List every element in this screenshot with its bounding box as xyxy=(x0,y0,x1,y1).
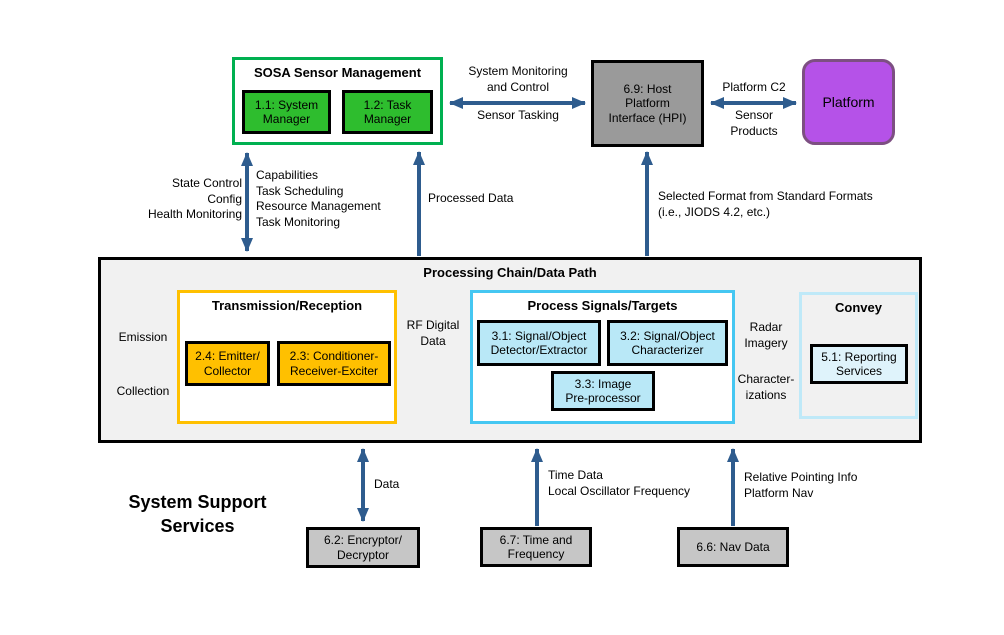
platform-c2-label: Platform C2 xyxy=(722,80,786,94)
convey-group: Convey xyxy=(799,292,918,419)
convey-title: Convey xyxy=(835,300,882,315)
image-preprocessor-box: 3.3: Image Pre-processor xyxy=(551,371,655,411)
conditioner-receiver-exciter-box: 2.3: Conditioner- Receiver-Exciter xyxy=(277,341,391,386)
nav-data-box: 6.6: Nav Data xyxy=(677,527,789,567)
system-manager-box: 1.1: System Manager xyxy=(242,90,331,134)
characterizations-label: Character- izations xyxy=(737,372,795,402)
collection-label: Collection xyxy=(116,384,170,398)
data-label: Data xyxy=(374,477,400,491)
processing-chain-title: Processing Chain/Data Path xyxy=(423,265,597,280)
time-data-label: Time Data Local Oscillator Frequency xyxy=(548,468,691,498)
platform-box: Platform xyxy=(802,59,895,145)
emission-label: Emission xyxy=(118,330,168,344)
selected-format-label: Selected Format from Standard Formats (i… xyxy=(658,189,873,219)
signal-object-detector-box: 3.1: Signal/Object Detector/Extractor xyxy=(477,320,601,366)
state-control-label: State Control Config Health Monitoring xyxy=(147,176,242,222)
encryptor-decryptor-box: 6.2: Encryptor/ Decryptor xyxy=(306,527,420,568)
radar-imagery-label: Radar Imagery xyxy=(744,320,788,350)
nav-labels: Relative Pointing Info Platform Nav xyxy=(744,470,858,500)
sensor-products-label: Sensor Products xyxy=(730,108,778,138)
time-frequency-box: 6.7: Time and Frequency xyxy=(480,527,592,567)
sosa-sensor-management-title: SOSA Sensor Management xyxy=(253,65,422,80)
processed-data-label: Processed Data xyxy=(428,191,514,205)
task-manager-box: 1.2: Task Manager xyxy=(342,90,433,134)
host-platform-interface-box: 6.9: Host Platform Interface (HPI) xyxy=(591,60,704,147)
reporting-services-box: 5.1: Reporting Services xyxy=(810,344,908,384)
emitter-collector-box: 2.4: Emitter/ Collector xyxy=(185,341,270,386)
system-monitoring-label: System Monitoring and Control xyxy=(468,64,568,94)
capabilities-label: Capabilities Task Scheduling Resource Ma… xyxy=(256,168,381,229)
system-support-services-title: System Support Services xyxy=(128,492,267,537)
sensor-tasking-label: Sensor Tasking xyxy=(477,108,559,122)
rf-digital-data-label: RF Digital Data xyxy=(406,318,460,348)
transmission-reception-title: Transmission/Reception xyxy=(211,298,363,313)
signal-object-characterizer-box: 3.2: Signal/Object Characterizer xyxy=(607,320,728,366)
process-signals-targets-title: Process Signals/Targets xyxy=(527,298,678,313)
